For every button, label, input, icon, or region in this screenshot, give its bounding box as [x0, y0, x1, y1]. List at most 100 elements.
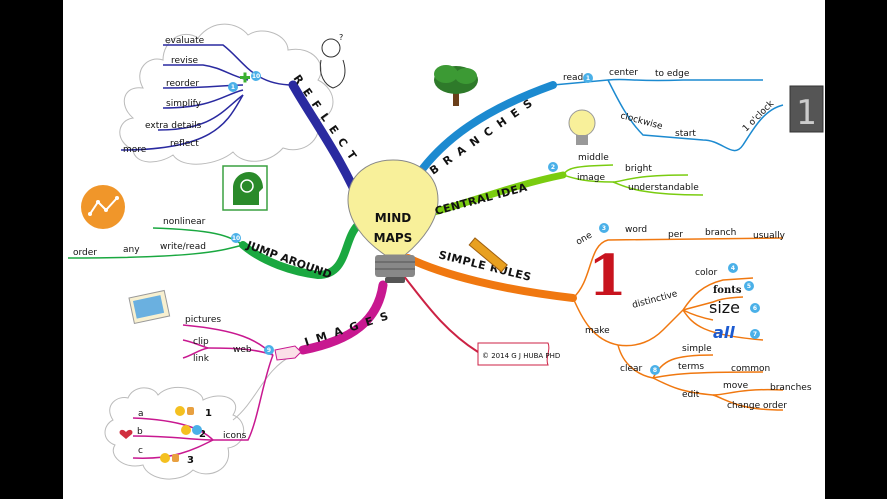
word-simplify: simplify [166, 99, 202, 109]
plus-icon [240, 72, 250, 83]
word-b: b [137, 427, 143, 437]
word-more: more [123, 145, 147, 155]
word-distinctive: distinctive [631, 289, 679, 311]
number-badge [251, 71, 261, 81]
branches-main-branch [414, 81, 557, 179]
number-badge [744, 281, 754, 291]
smiley-icon [175, 406, 185, 416]
branches-number: 1 [586, 75, 590, 82]
jump-number: 10 [232, 235, 240, 242]
icons-cloud-connector [232, 354, 294, 421]
number-badge [728, 263, 738, 273]
word-c: c [138, 446, 143, 456]
copyright-text: © 2014 G J HUBA PHD [482, 352, 560, 360]
word-make: make [585, 326, 610, 336]
word-word: word [625, 225, 647, 235]
word-move: move [723, 381, 749, 391]
word-extra-details: extra details [145, 121, 202, 131]
number-7: 7 [753, 331, 757, 338]
reflect-sub-branches [120, 44, 294, 151]
word-clip: clip [193, 337, 209, 347]
number-badge [750, 303, 760, 313]
heart-icon [119, 429, 133, 439]
number-6: 6 [753, 305, 757, 312]
thumbs-up-icon [187, 407, 194, 415]
word-branch: branch [705, 228, 736, 238]
count-2: 2 [199, 429, 206, 440]
word-any: any [123, 245, 140, 255]
word-nonlinear: nonlinear [163, 217, 206, 227]
copyright-box [477, 342, 550, 366]
word-change-order: change order [727, 401, 787, 411]
tree-icon [434, 65, 478, 106]
digit-display-value: 1 [796, 93, 816, 133]
reflect-number2: 10 [252, 73, 260, 80]
mind-map-canvas: MIND MAPS R E F L E C T B R A N C H E S … [63, 0, 825, 499]
word-all: all [713, 323, 735, 342]
head-cycle-icon [222, 165, 268, 211]
word-revise: revise [171, 56, 199, 66]
center-line1: MIND [375, 211, 411, 225]
word-usually: usually [753, 231, 786, 241]
word-per: per [668, 230, 683, 240]
bulb-icon [568, 109, 596, 145]
question-icon [192, 425, 202, 435]
icons-cloud [104, 386, 245, 480]
word-terms: terms [678, 362, 704, 372]
branches-sub-branches [552, 78, 784, 152]
word-bright: bright [625, 164, 652, 174]
word-evaluate: evaluate [165, 36, 205, 46]
number-4: 4 [731, 265, 735, 272]
word-pictures: pictures [185, 315, 221, 325]
word-order: order [73, 248, 97, 258]
number-badge [650, 365, 660, 375]
word-web: web [233, 345, 252, 355]
word-size: size [709, 298, 740, 317]
simple-number: 3 [602, 225, 606, 232]
word-branches: branches [770, 383, 812, 393]
word-clear: clear [620, 364, 643, 374]
central-label: CENTRAL IDEA [433, 181, 528, 218]
word-start: start [675, 129, 696, 139]
number-badge [231, 233, 241, 243]
digit-display [789, 85, 824, 133]
word-to-edge: to edge [655, 69, 690, 79]
word-read: read [563, 73, 583, 83]
word-reorder: reorder [166, 79, 199, 89]
word-common: common [731, 364, 770, 374]
smiley-icon [160, 453, 170, 463]
ruler-icon [468, 237, 508, 273]
word-center: center [609, 68, 638, 78]
big-one: 1 [588, 243, 627, 309]
graph-icon [81, 185, 125, 229]
word-simple: simple [682, 344, 712, 354]
word-clockwise: clockwise [619, 111, 664, 132]
number-badge [750, 329, 760, 339]
number-5: 5 [747, 283, 751, 290]
word-reflect: reflect [170, 139, 199, 149]
thumbs-down-icon [172, 454, 179, 462]
branches-label: B R A N C H E S [427, 96, 536, 178]
number-badge [599, 223, 609, 233]
word-color: color [695, 268, 717, 278]
simple-sub-branches [572, 237, 784, 411]
smiley-icon [181, 425, 191, 435]
word-fonts: fonts [713, 285, 742, 296]
svg-text:?: ? [339, 33, 343, 42]
reflect-label: R E F L E C T [291, 72, 360, 163]
central-number: 2 [551, 164, 555, 171]
number-badge [548, 162, 558, 172]
bulb-icon [347, 159, 439, 283]
images-number: 9 [267, 347, 271, 354]
count-1: 1 [205, 408, 212, 419]
central-main-branch [419, 171, 567, 219]
mind-map-diagram: MIND MAPS R E F L E C T B R A N C H E S … [67, 23, 824, 480]
word-icons: icons [223, 431, 247, 441]
word-1-oclock: 1 o'clock [741, 98, 777, 134]
copyright-branch [402, 274, 479, 353]
word-edit: edit [682, 390, 700, 400]
jump-label: JUMP AROUND [244, 238, 333, 281]
word-middle: middle [578, 153, 609, 163]
images-label: I M A G E S [303, 309, 392, 349]
images-main-branch [298, 280, 388, 355]
